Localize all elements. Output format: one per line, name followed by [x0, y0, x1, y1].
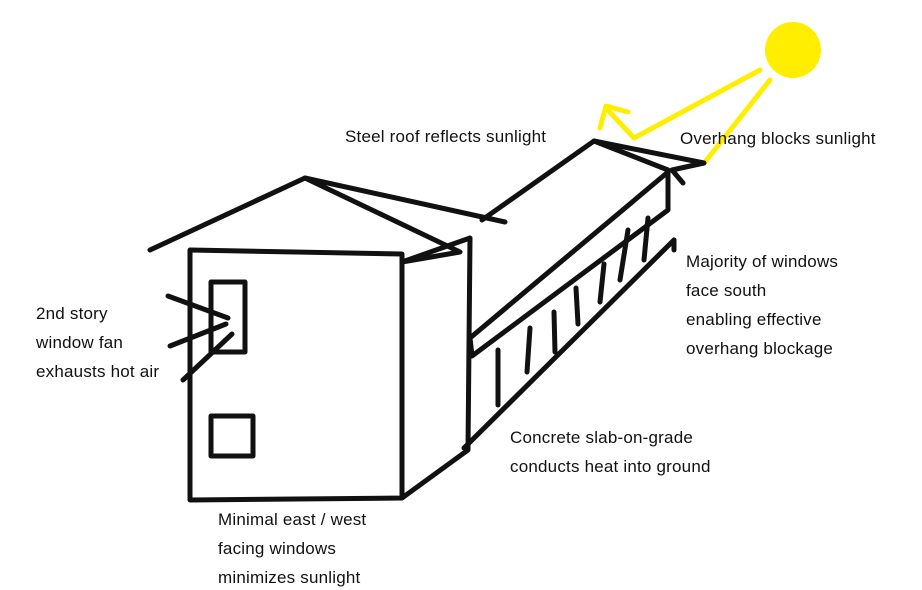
- window-fan-label-line: 2nd story: [36, 304, 108, 323]
- south-window-mullion: [524, 325, 533, 375]
- east-west-label-line: Minimal east / west: [218, 510, 367, 529]
- south-window-mullion: [551, 309, 558, 355]
- south-overhang: [467, 169, 671, 359]
- steel-roof-label: Steel roof reflects sunlight: [345, 122, 546, 151]
- south-windows-label-line: overhang blockage: [686, 339, 834, 358]
- reflected-ray-arrowhead: [597, 103, 631, 131]
- south-window-mullion: [617, 227, 631, 283]
- slab-label-line: conducts heat into ground: [510, 457, 711, 476]
- slab-label-line: Concrete slab-on-grade: [510, 428, 693, 447]
- ground-floor-window: [208, 413, 256, 459]
- south-windows-label: Majority of windows face south enabling …: [686, 247, 838, 363]
- overhang-label: Overhang blocks sunlight: [680, 124, 876, 153]
- south-windows-label-line: Majority of windows: [686, 252, 839, 271]
- window-fan-label-line: window fan: [36, 333, 124, 352]
- reflected-ray: [603, 67, 763, 141]
- south-window-mullion: [597, 261, 607, 305]
- left-block-front-wall: [187, 247, 405, 503]
- left-block-roof: [147, 175, 463, 265]
- steel-roof-label-text: Steel roof reflects sunlight: [345, 127, 547, 146]
- east-west-label-line: minimizes sunlight: [218, 568, 361, 587]
- south-windows-label-line: face south: [686, 281, 767, 300]
- east-west-windows-label: Minimal east / west facing windows minim…: [218, 505, 366, 590]
- left-block-side-wall: [399, 235, 473, 501]
- south-window-mullion: [573, 285, 581, 327]
- south-window-mullion: [641, 215, 651, 263]
- south-facade-base: [461, 237, 677, 451]
- blocked-ray: [702, 77, 773, 165]
- south-windows-label-line: enabling effective: [686, 310, 822, 329]
- sunlight-rays: [597, 67, 773, 165]
- window-fan-label-line: exhausts hot air: [36, 362, 160, 381]
- long-wing-roof: [479, 138, 707, 223]
- second-story-window: [208, 279, 248, 355]
- long-wing-roof-ridge: [591, 138, 671, 173]
- overhang-label-text: Overhang blocks sunlight: [680, 129, 876, 148]
- fan-exhaust-line: [180, 331, 235, 383]
- east-west-label-line: facing windows: [218, 539, 337, 558]
- window-fan-label: 2nd story window fan exhausts hot air: [36, 299, 159, 386]
- fan-exhaust-line: [165, 293, 231, 321]
- slab-label: Concrete slab-on-grade conducts heat int…: [510, 423, 711, 481]
- sun-icon: [765, 22, 821, 78]
- left-block-roof-ridge: [302, 175, 508, 225]
- fan-exhaust-line: [167, 321, 229, 349]
